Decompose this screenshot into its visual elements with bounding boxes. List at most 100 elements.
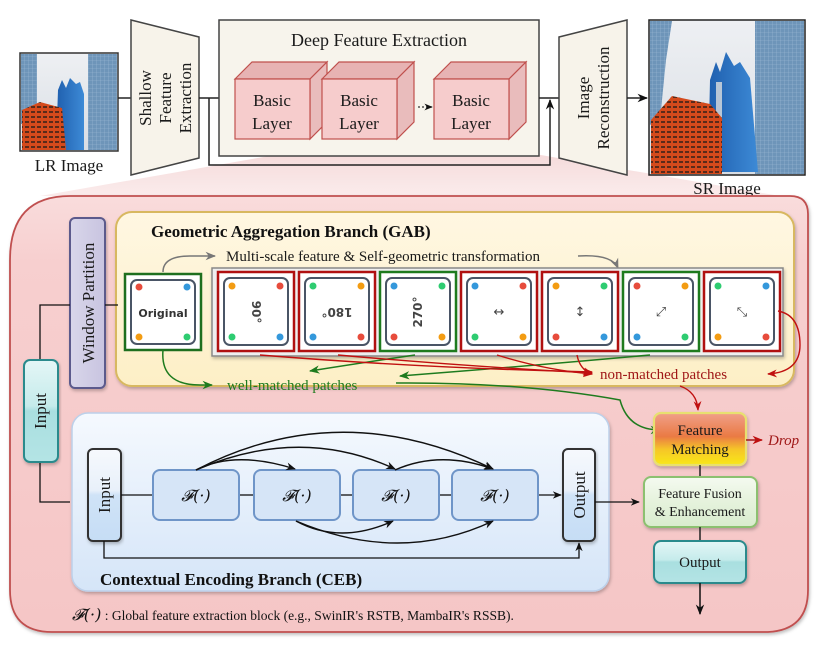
input-block	[23, 359, 59, 463]
basic-layer-2-line1: Basic	[340, 91, 378, 110]
flip-diagonal-icon: ⤢	[656, 305, 666, 320]
patch-rotate-180: 180°	[297, 270, 377, 353]
f-block-label: 𝓕(·)	[181, 486, 210, 505]
ceb-output-label: Output	[570, 471, 589, 519]
footnote-text: : Global feature extraction block (e.g.,…	[101, 608, 513, 623]
non-matched-arrows	[259, 310, 801, 411]
corner-dot	[600, 282, 608, 290]
patch-inner	[709, 277, 775, 346]
feature-extraction-block: 𝓕(·)	[451, 469, 539, 521]
shallow-feature-extraction-block	[130, 19, 200, 176]
corner-dot	[228, 333, 236, 341]
corner-dot	[681, 282, 689, 290]
ceb-input-label: Input	[95, 477, 114, 513]
patch-inner	[304, 277, 370, 346]
rotate-90-icon: 90°	[249, 301, 263, 324]
corner-dot	[681, 333, 689, 341]
sr-image-label: SR Image	[693, 179, 761, 198]
shallow-label-line1: Shallow	[136, 69, 155, 125]
corner-dot	[309, 282, 317, 290]
reconstruction-label-line1: Image	[574, 77, 593, 119]
basic-layer-2: Basic Layer	[320, 60, 416, 141]
basic-layer-2-line2: Layer	[339, 114, 379, 133]
f-block-label: 𝓕(·)	[282, 486, 311, 505]
well-matched-label: well-matched patches	[227, 378, 358, 394]
drop-label: Drop	[767, 433, 800, 449]
corner-dot	[276, 333, 284, 341]
corner-dot	[276, 282, 284, 290]
footnote: 𝓕(·) : Global feature extraction block (…	[72, 605, 514, 624]
residual-connection	[208, 98, 555, 166]
corner-dot	[471, 282, 479, 290]
well-matched-arrows	[162, 349, 662, 435]
corner-dot	[633, 333, 641, 341]
input-to-ceb	[39, 462, 70, 503]
patch-inner	[385, 277, 451, 346]
multi-scale-arrow-right	[577, 255, 619, 269]
corner-dot	[519, 333, 527, 341]
feature-fusion-line2: & Enhancement	[655, 505, 746, 520]
feature-extraction-block: 𝓕(·)	[253, 469, 341, 521]
corner-dot	[471, 333, 479, 341]
image-reconstruction-block	[558, 19, 628, 176]
patch-flip-antidiagonal: ⤡	[702, 270, 782, 353]
patch-inner	[223, 277, 289, 346]
corner-dot	[390, 282, 398, 290]
ceb-output-block	[562, 448, 596, 542]
corner-dot	[228, 282, 236, 290]
patch-rotate-90: 90°	[216, 270, 296, 353]
corner-dot	[135, 283, 143, 291]
original-patch: Original	[123, 272, 203, 352]
flip-vertical-icon: ↕	[575, 305, 586, 320]
corner-dot	[183, 333, 191, 341]
shallow-label-line3: Extraction	[176, 62, 195, 133]
rotate-270-icon: 270°	[411, 296, 425, 327]
zoom-fan	[40, 148, 780, 196]
gab-subtitle: Multi-scale feature & Self-geometric tra…	[226, 249, 541, 265]
feature-fusion-line1: Feature Fusion	[658, 487, 742, 502]
patch-inner	[466, 277, 532, 346]
flip-antidiagonal-icon: ⤡	[737, 305, 748, 320]
dense-connections	[195, 431, 494, 544]
original-label: Original	[138, 307, 187, 320]
patch-flip-diagonal: ⤢	[621, 270, 701, 353]
sr-image	[648, 19, 806, 176]
multi-scale-arrow-left	[162, 251, 217, 273]
feature-extraction-block: 𝓕(·)	[152, 469, 240, 521]
feature-extraction-block: 𝓕(·)	[352, 469, 440, 521]
basic-layer-3-line2: Layer	[451, 114, 491, 133]
corner-dot	[714, 333, 722, 341]
rotate-180-icon: 180°	[321, 305, 352, 319]
corner-dot	[135, 333, 143, 341]
corner-dot	[183, 283, 191, 291]
corner-dot	[762, 282, 770, 290]
output-label: Output	[679, 555, 722, 571]
corner-dot	[357, 333, 365, 341]
feature-matching-line2: Matching	[671, 442, 729, 458]
shallow-label-line2: Feature	[156, 73, 175, 124]
basic-layer-1: Basic Layer	[233, 60, 329, 141]
window-partition-block	[69, 217, 106, 389]
basic-layer-3-line1: Basic	[452, 91, 490, 110]
corner-dot	[390, 333, 398, 341]
gab-title: Geometric Aggregation Branch (GAB)	[151, 222, 431, 241]
ceb-skip-connection	[103, 541, 583, 559]
corner-dot	[309, 333, 317, 341]
corner-dot	[519, 282, 527, 290]
basic-layer-3: Basic Layer	[432, 60, 528, 141]
input-label: Input	[31, 393, 50, 429]
patch-rotate-270: 270°	[378, 270, 458, 353]
window-partition-label: Window Partition	[79, 242, 98, 363]
lr-image	[19, 52, 119, 152]
patch-inner	[628, 277, 694, 346]
corner-dot	[552, 333, 560, 341]
corner-dot	[438, 333, 446, 341]
corner-dot	[438, 282, 446, 290]
corner-dot	[552, 282, 560, 290]
corner-dot	[357, 282, 365, 290]
f-block-label: 𝓕(·)	[480, 486, 509, 505]
flip-horizontal-icon: ↔	[494, 305, 505, 320]
corner-dot	[633, 282, 641, 290]
footnote-symbol: 𝓕(·)	[72, 605, 101, 624]
